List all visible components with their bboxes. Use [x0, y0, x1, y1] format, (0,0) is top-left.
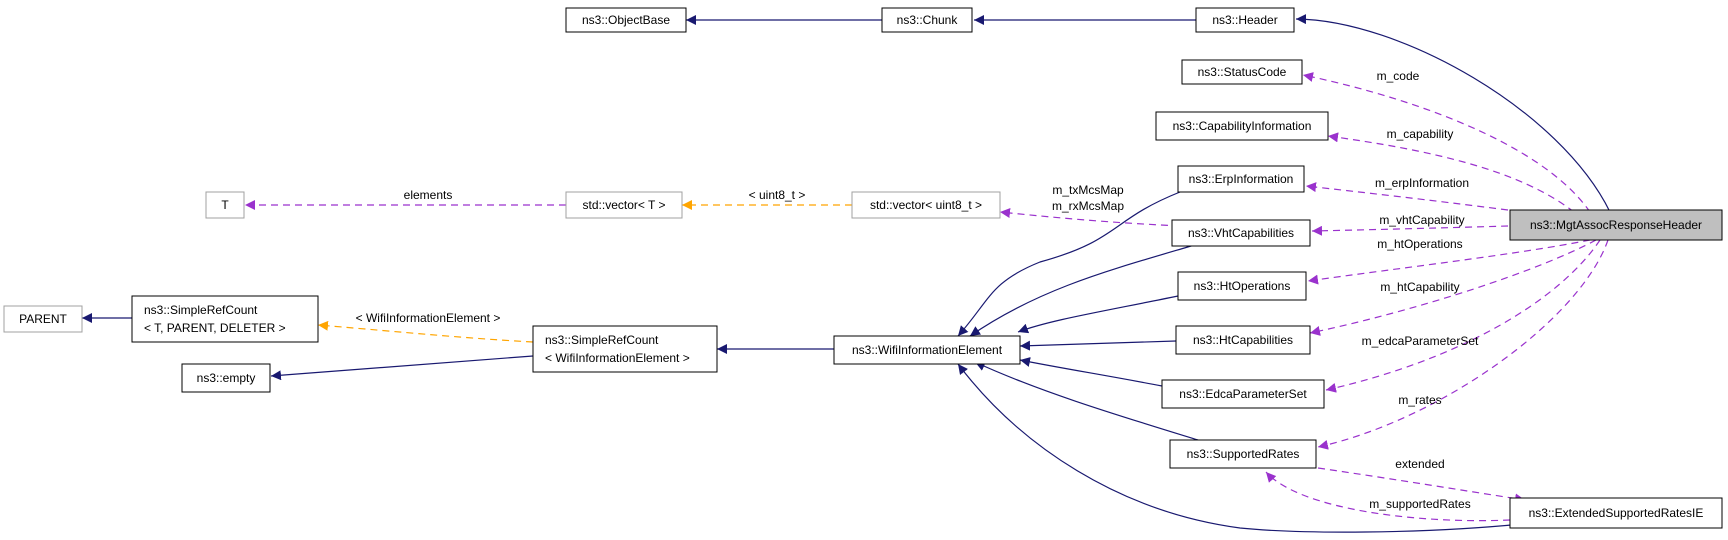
node-ht-operations[interactable]: ns3::HtOperations	[1177, 271, 1307, 301]
node-std-vector-t[interactable]: std::vector< T >	[565, 191, 683, 219]
label-uint8-t: < uint8_t >	[749, 188, 806, 202]
edge-htcap-to-wie	[1019, 340, 1177, 351]
node-label: ns3::empty	[197, 371, 256, 385]
node-chunk[interactable]: ns3::Chunk	[881, 7, 973, 33]
node-label: ns3::Chunk	[897, 13, 959, 27]
edge-mgtassoc-erp	[1305, 182, 1509, 211]
node-std-vector-uint8[interactable]: std::vector< uint8_t >	[851, 191, 1001, 219]
node-label-line1: ns3::SimpleRefCount	[144, 303, 258, 317]
node-label: ns3::ErpInformation	[1189, 172, 1294, 186]
node-label: ns3::ObjectBase	[582, 13, 670, 27]
label-m-rx-mcs-map: m_rxMcsMap	[1052, 199, 1124, 213]
node-label-line1: ns3::SimpleRefCount	[545, 333, 659, 347]
node-parent[interactable]: PARENT	[3, 305, 83, 333]
node-label: ns3::StatusCode	[1198, 65, 1287, 79]
node-label: ns3::HtCapabilities	[1193, 333, 1293, 347]
edge-mgtassoc-capability	[1327, 132, 1575, 213]
edge-mgtassoc-rates	[1317, 239, 1609, 450]
node-label: std::vector< T >	[583, 198, 666, 212]
edge-mgtassoc-statuscode	[1302, 72, 1591, 213]
nodes: ns3::ObjectBase ns3::Chunk ns3::Header n…	[3, 7, 1723, 529]
node-simple-ref-count-t[interactable]: ns3::SimpleRefCount < T, PARENT, DELETER…	[131, 295, 319, 343]
edge-supported-extended	[1317, 467, 1526, 504]
label-m-edca-parameter-set: m_edcaParameterSet	[1362, 334, 1479, 348]
node-vht-capabilities[interactable]: ns3::VhtCapabilities	[1171, 219, 1311, 247]
node-label: ns3::HtOperations	[1194, 279, 1291, 293]
node-label: ns3::CapabilityInformation	[1173, 119, 1312, 133]
node-header[interactable]: ns3::Header	[1195, 7, 1295, 33]
node-edca-parameter-set[interactable]: ns3::EdcaParameterSet	[1161, 379, 1325, 409]
node-ht-capabilities[interactable]: ns3::HtCapabilities	[1175, 325, 1311, 355]
node-object-base[interactable]: ns3::ObjectBase	[565, 7, 687, 33]
label-wifi-information-element: < WifiInformationElement >	[356, 311, 501, 325]
label-elements: elements	[404, 188, 453, 202]
edges	[82, 14, 1611, 533]
node-simple-ref-count-wie[interactable]: ns3::SimpleRefCount < WifiInformationEle…	[532, 325, 718, 373]
label-m-code: m_code	[1377, 69, 1420, 83]
edge-mgtassoc-edca	[1325, 239, 1601, 393]
label-m-ht-capability: m_htCapability	[1380, 280, 1459, 294]
label-m-rates: m_rates	[1398, 393, 1441, 407]
label-m-tx-mcs-map: m_txMcsMap	[1052, 183, 1124, 197]
label-extended: extended	[1395, 457, 1444, 471]
node-label: ns3::WifiInformationElement	[852, 343, 1003, 357]
node-status-code[interactable]: ns3::StatusCode	[1181, 59, 1303, 85]
edge-vht-to-wie	[969, 243, 1199, 337]
edge-htop-to-wie	[1017, 295, 1179, 334]
node-label-line2: < T, PARENT, DELETER >	[144, 321, 286, 335]
edge-labels: m_code m_capability m_erpInformation m_v…	[356, 69, 1479, 511]
edge-erp-to-wie	[957, 191, 1181, 337]
node-empty[interactable]: ns3::empty	[181, 363, 271, 393]
node-extended-supported-rates[interactable]: ns3::ExtendedSupportedRatesIE	[1509, 497, 1723, 529]
node-label-line2: < WifiInformationElement >	[545, 351, 690, 365]
node-label: ns3::Header	[1212, 13, 1277, 27]
label-m-capability: m_capability	[1387, 127, 1454, 141]
edge-edca-to-wie	[1019, 357, 1163, 387]
node-label: PARENT	[19, 312, 67, 326]
edge-extended-supported	[1265, 471, 1511, 522]
node-t[interactable]: T	[205, 191, 245, 219]
edge-supported-to-wie	[974, 361, 1199, 441]
node-label: T	[221, 198, 229, 212]
node-mgt-assoc-response-header[interactable]: ns3::MgtAssocResponseHeader	[1509, 209, 1723, 241]
node-label: ns3::ExtendedSupportedRatesIE	[1529, 506, 1704, 520]
node-label: ns3::MgtAssocResponseHeader	[1530, 218, 1702, 232]
node-label: ns3::EdcaParameterSet	[1179, 387, 1307, 401]
edge-mgtassoc-vht	[1311, 225, 1509, 236]
edge-srcwie-to-srct	[317, 320, 534, 343]
label-m-erp-information: m_erpInformation	[1375, 176, 1469, 190]
edge-mgtassoc-htcap	[1309, 239, 1597, 336]
edge-srcwie-to-empty	[270, 355, 534, 381]
node-erp-information[interactable]: ns3::ErpInformation	[1177, 165, 1305, 193]
node-supported-rates[interactable]: ns3::SupportedRates	[1169, 439, 1317, 469]
edge-extended-to-wie	[957, 363, 1523, 533]
label-m-ht-operations: m_htOperations	[1377, 237, 1462, 251]
node-wifi-information-element[interactable]: ns3::WifiInformationElement	[833, 335, 1021, 365]
node-label: std::vector< uint8_t >	[870, 198, 982, 212]
label-m-supported-rates: m_supportedRates	[1369, 497, 1470, 511]
edge-mgtassoc-htop	[1307, 239, 1591, 285]
node-label: ns3::VhtCapabilities	[1188, 226, 1294, 240]
node-capability-information[interactable]: ns3::CapabilityInformation	[1155, 111, 1329, 141]
node-label: ns3::SupportedRates	[1187, 447, 1300, 461]
label-m-vht-capability: m_vhtCapability	[1379, 213, 1464, 227]
edge-mgtassoc-to-header	[1295, 14, 1611, 213]
edge-vht-stdvector-uint8	[999, 208, 1181, 227]
